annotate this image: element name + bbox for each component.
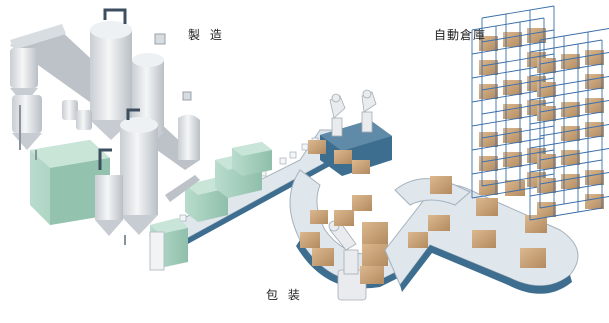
filling-machine <box>232 142 272 176</box>
production-line <box>148 129 341 271</box>
storage-rack-icon <box>471 5 609 221</box>
robot-station <box>308 89 392 176</box>
rack-frame <box>529 28 609 221</box>
robot-arm-icon <box>328 220 367 301</box>
pipe <box>126 108 140 120</box>
silo-icon <box>120 117 158 235</box>
robot-arm-icon <box>361 89 377 133</box>
small-vessel <box>178 114 200 160</box>
pipe <box>103 8 127 24</box>
chute <box>165 175 200 202</box>
small-vessel <box>76 110 92 130</box>
rack-frame <box>471 5 555 199</box>
packaging-area <box>289 169 401 301</box>
small-hopper <box>182 91 192 101</box>
small-vessel <box>62 100 78 120</box>
duct-top <box>10 24 66 50</box>
automated-warehouse-label: 自動倉庫 <box>434 28 487 42</box>
manufacturing-label: 製 造 <box>188 28 225 42</box>
packaging-label: 包 装 <box>266 288 303 302</box>
robot-arm-icon <box>329 93 346 137</box>
conveyor-side <box>175 160 330 251</box>
silo-icon <box>12 95 42 150</box>
product-stack <box>149 231 165 271</box>
cardboard-box-icon <box>308 140 370 174</box>
pipe <box>98 148 112 170</box>
cardboard-box-icon <box>408 176 547 268</box>
silo-icon <box>95 175 123 236</box>
small-hopper <box>154 33 166 45</box>
warehouse-conveyor <box>384 176 579 294</box>
cardboard-box-icon <box>300 195 388 284</box>
manufacturing-area <box>10 8 200 245</box>
